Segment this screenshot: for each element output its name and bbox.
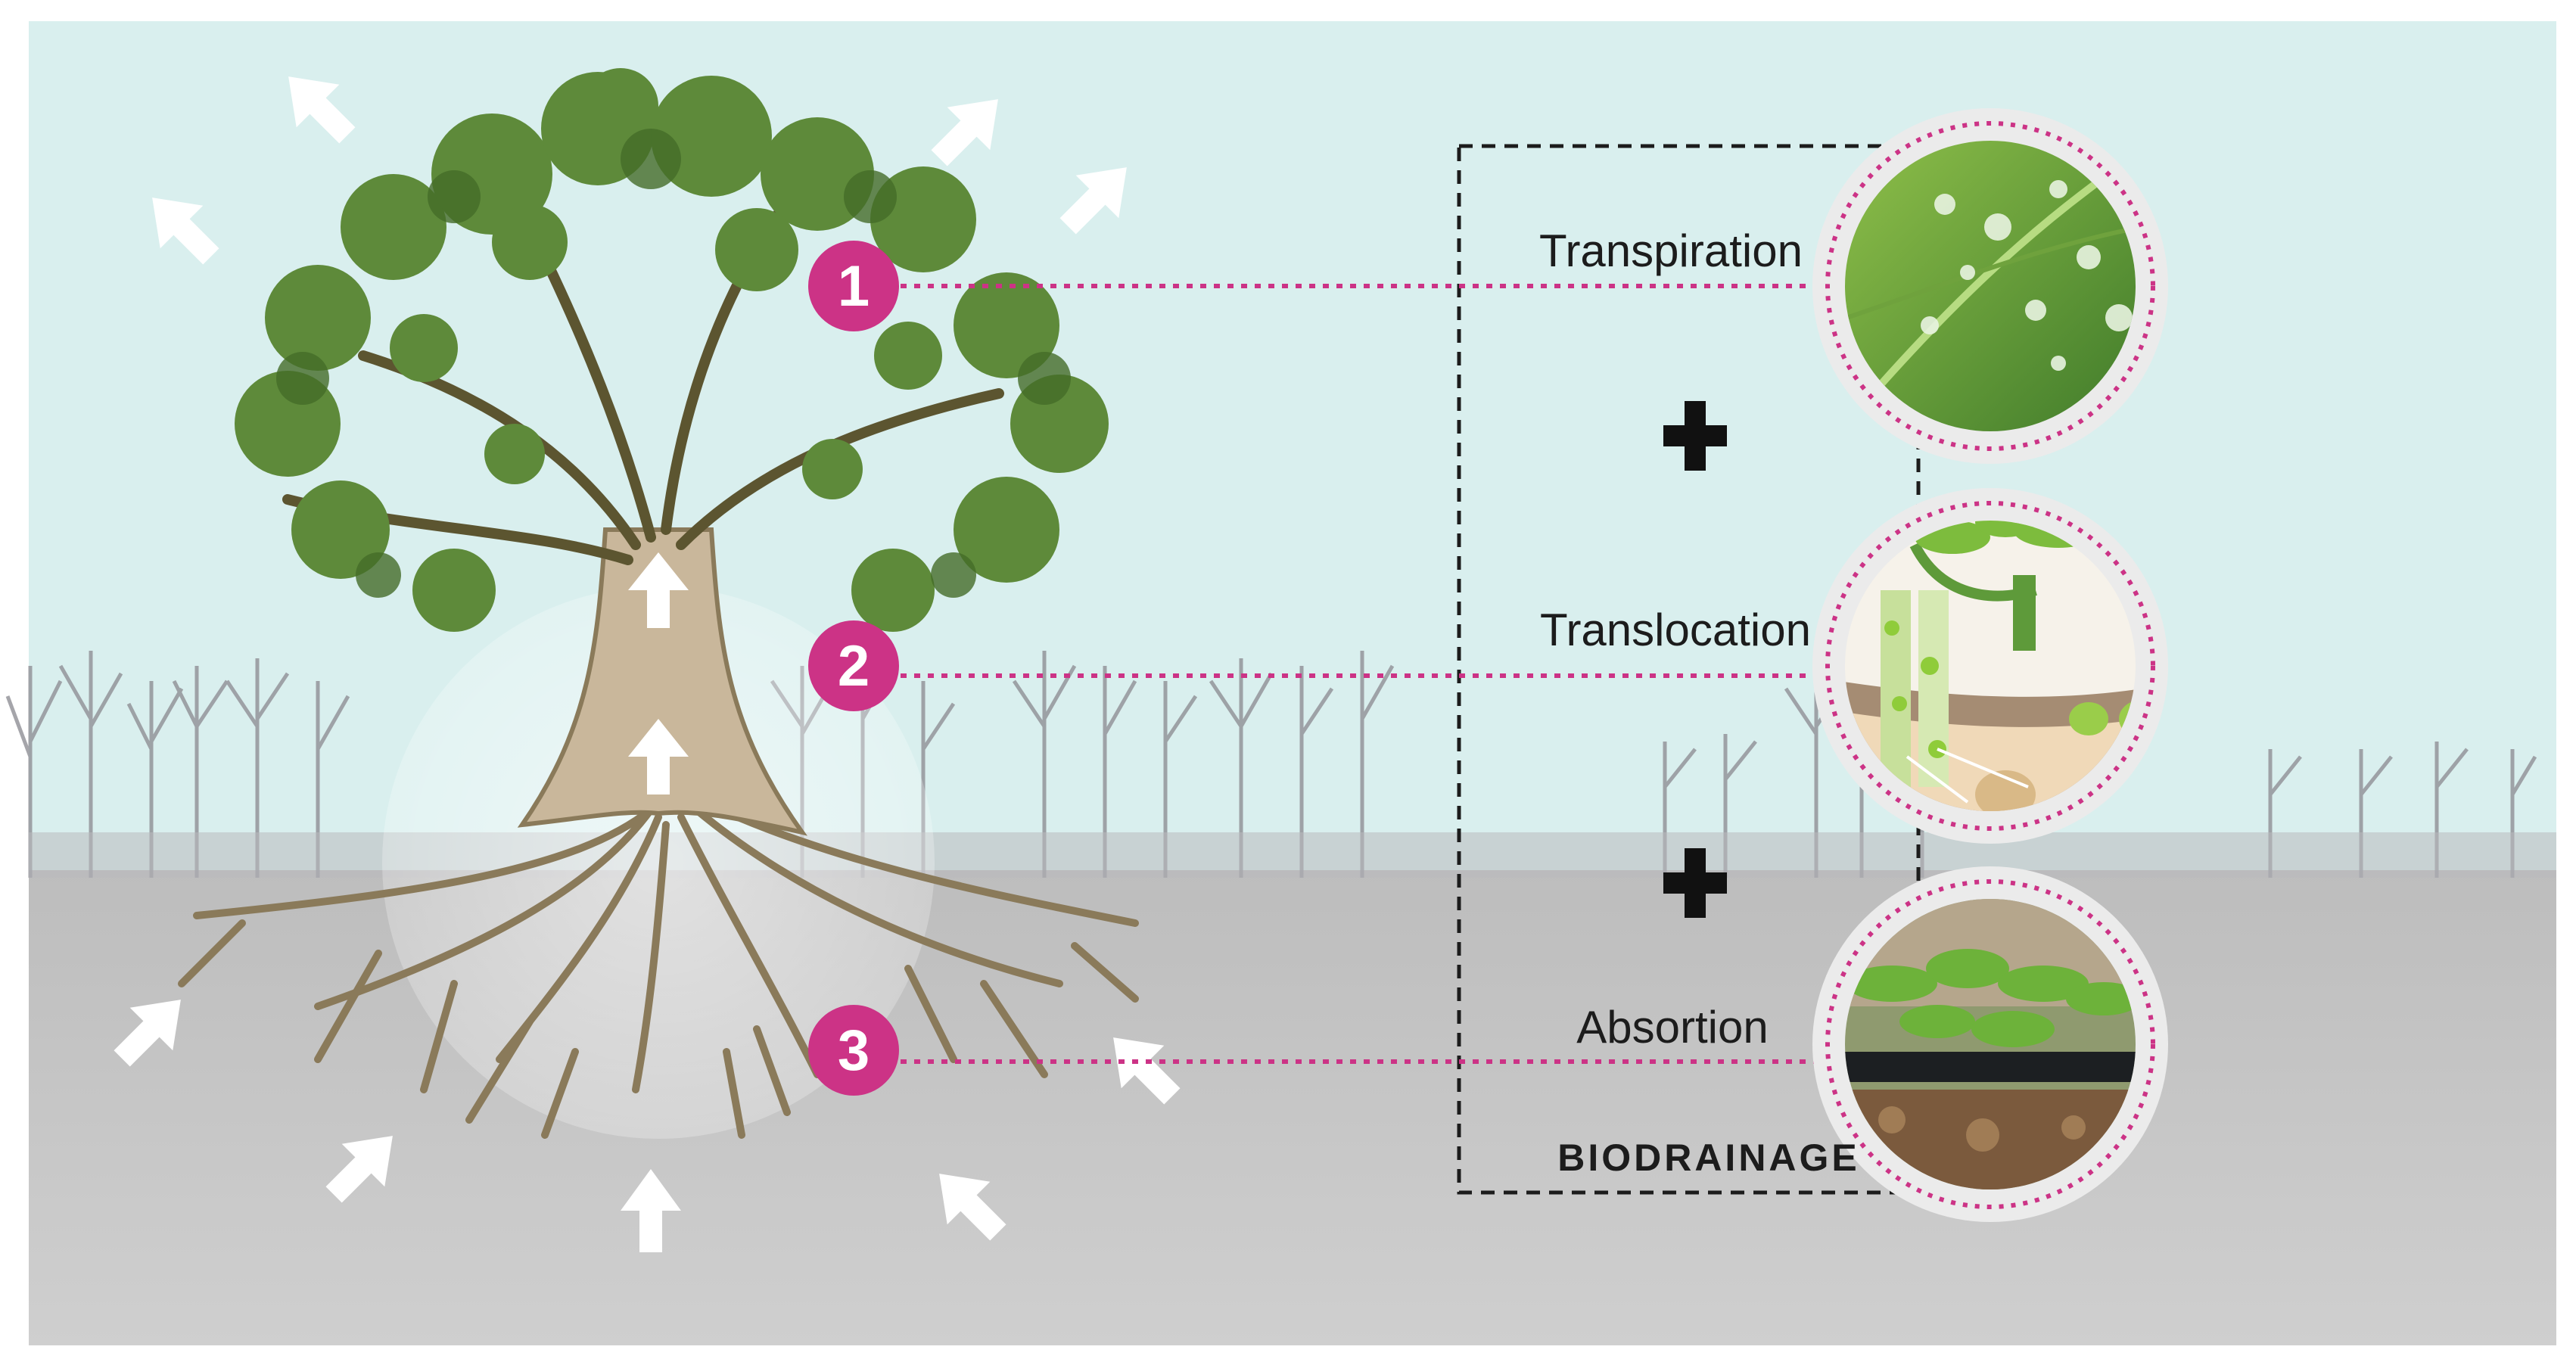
- step-2-marker: 2: [808, 620, 899, 711]
- step-1-marker: 1: [808, 241, 899, 331]
- arrow-icon: [931, 99, 998, 166]
- arrow-icon: [939, 1174, 1006, 1241]
- photo-circle-3: [1812, 866, 2168, 1222]
- leaf-droplets-photo: [1845, 141, 2136, 431]
- trunk-arrows: [628, 552, 689, 794]
- arrow-icon: [628, 719, 689, 794]
- root-arrows: [114, 1000, 1181, 1252]
- plus-icon: [1663, 401, 1727, 471]
- arrow-icon: [628, 552, 689, 628]
- arrow-icon: [152, 197, 219, 265]
- step-3-label: Absortion: [1576, 1002, 1769, 1053]
- trunk-highlight-circle: [382, 586, 935, 1139]
- box-title: BIODRAINAGE: [1557, 1137, 1860, 1179]
- plus-icon: [1663, 848, 1727, 918]
- tree-illustration: [178, 68, 1139, 1139]
- step-1-label: Transpiration: [1539, 225, 1803, 276]
- photo-circle-1: [1812, 108, 2168, 464]
- arrow-icon: [288, 76, 356, 144]
- canopy-arrows: [152, 76, 1127, 265]
- arrow-icon: [114, 1000, 181, 1067]
- arrow-icon: [1059, 167, 1127, 235]
- step-3-marker: 3: [808, 1005, 899, 1096]
- step-2-label: Translocation: [1540, 605, 1811, 655]
- arrow-icon: [621, 1169, 681, 1252]
- photo-circle-2: [1812, 488, 2168, 844]
- arrow-icon: [325, 1136, 393, 1203]
- arrow-icon: [1113, 1037, 1181, 1105]
- plus-icons: [1663, 401, 1727, 918]
